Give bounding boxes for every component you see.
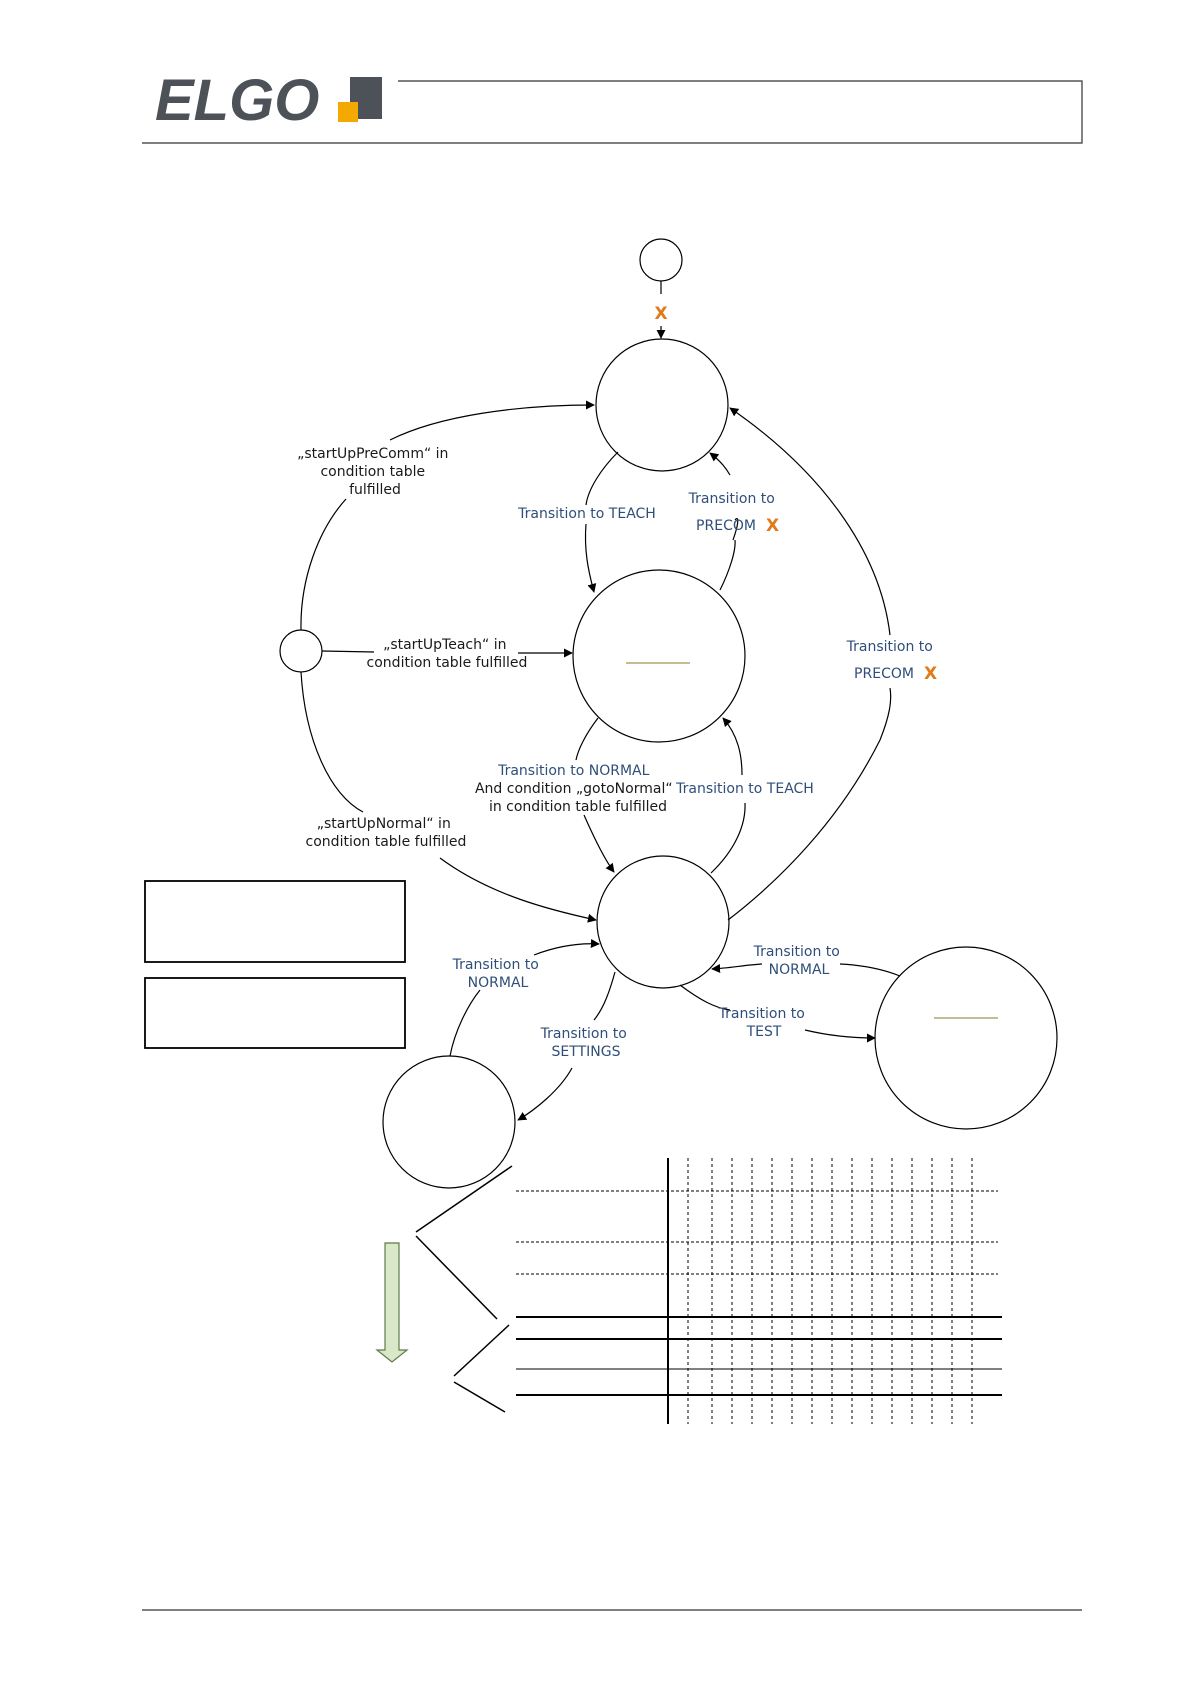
state-settings bbox=[382, 1055, 516, 1189]
grid-dashed-rows bbox=[516, 1190, 998, 1275]
edge-precom-teach-upper bbox=[585, 451, 619, 506]
page-header: ELGO bbox=[142, 68, 1083, 144]
x-marker-normal-precom: X bbox=[924, 664, 937, 684]
startup-node bbox=[279, 629, 323, 673]
state-nodes bbox=[279, 238, 1058, 1189]
label-teach-to-precom: Transition to PRECOM bbox=[688, 491, 780, 534]
info-box-lower bbox=[144, 977, 406, 1049]
edge-normal-precom-lower bbox=[727, 687, 892, 921]
edge-normal-settings-upper bbox=[593, 971, 616, 1021]
label-startup-normal: „startUpNormal“ in condition table fulfi… bbox=[306, 816, 467, 850]
initial-node bbox=[639, 238, 683, 282]
edge-startup-precomm-lower bbox=[300, 498, 347, 631]
grid-solid-rows bbox=[516, 1316, 1002, 1396]
edge-normal-teach-upper bbox=[722, 717, 743, 776]
edge-teach-precom-upper bbox=[709, 452, 731, 476]
edge-teach-precom-stub bbox=[719, 539, 736, 591]
state-test bbox=[874, 946, 1058, 1130]
connector-lines bbox=[415, 1165, 513, 1413]
label-startup-teach: „startUpTeach“ in condition table fulfil… bbox=[367, 637, 528, 671]
edge-normal-test-right bbox=[804, 1029, 876, 1043]
label-normal-to-settings: Transition to SETTINGS bbox=[540, 1026, 632, 1060]
edge-normal-precom-upper bbox=[729, 407, 891, 636]
edge-teach-precom-lower bbox=[732, 518, 739, 541]
info-box-upper bbox=[144, 880, 406, 963]
label-normal-to-teach: Transition to TEACH bbox=[675, 781, 814, 797]
state-teach bbox=[572, 569, 746, 743]
connector-line-1 bbox=[415, 1165, 513, 1233]
edge-startup-teach-left bbox=[321, 650, 375, 653]
state-normal bbox=[596, 855, 730, 989]
label-settings-to-normal: Transition to NORMAL bbox=[452, 957, 544, 991]
edge-settings-normal-upper bbox=[533, 939, 600, 956]
header-frame bbox=[142, 80, 1083, 144]
edge-teach-normal-lower bbox=[583, 814, 615, 873]
x-marker-teach-precom: X bbox=[766, 516, 779, 536]
transition-edges bbox=[300, 281, 901, 1121]
grid-dashed-columns bbox=[687, 1158, 973, 1424]
label-test-to-normal: Transition to NORMAL bbox=[753, 944, 845, 978]
connector-line-3 bbox=[453, 1324, 510, 1377]
edge-startup-precomm-upper bbox=[389, 400, 595, 441]
edge-settings-normal-lower bbox=[449, 989, 481, 1057]
label-normal-to-test: Transition to TEST bbox=[718, 1006, 810, 1040]
edge-startup-normal-lower bbox=[439, 857, 597, 923]
parameter-grid bbox=[516, 1158, 1002, 1424]
x-marker-initial: X bbox=[654, 304, 667, 324]
edge-test-normal-left bbox=[711, 963, 763, 974]
connector-line-4 bbox=[453, 1381, 506, 1413]
edge-normal-settings-lower bbox=[517, 1067, 573, 1121]
state-precom bbox=[595, 338, 729, 472]
edge-test-normal-right bbox=[839, 963, 901, 977]
edge-startup-normal-upper bbox=[300, 671, 364, 813]
edge-normal-teach-lower bbox=[710, 802, 746, 874]
company-logo: ELGO bbox=[155, 68, 319, 133]
label-normal-to-precom: Transition to PRECOM bbox=[846, 639, 938, 682]
edge-normal-test-left bbox=[679, 984, 731, 1011]
edge-teach-normal-upper bbox=[575, 717, 599, 761]
connector-line-2 bbox=[415, 1235, 498, 1320]
logo-block-accent bbox=[338, 102, 358, 122]
label-precom-to-teach: Transition to TEACH bbox=[517, 506, 656, 522]
green-down-arrow bbox=[375, 1242, 409, 1363]
label-startup-precomm: „startUpPreComm“ in condition table fulf… bbox=[297, 446, 453, 498]
edge-precom-teach-lower bbox=[584, 523, 597, 593]
label-teach-to-normal: Transition to NORMAL And condition „goto… bbox=[475, 763, 677, 815]
edge-labels: „startUpPreComm“ in condition table fulf… bbox=[297, 304, 937, 1060]
